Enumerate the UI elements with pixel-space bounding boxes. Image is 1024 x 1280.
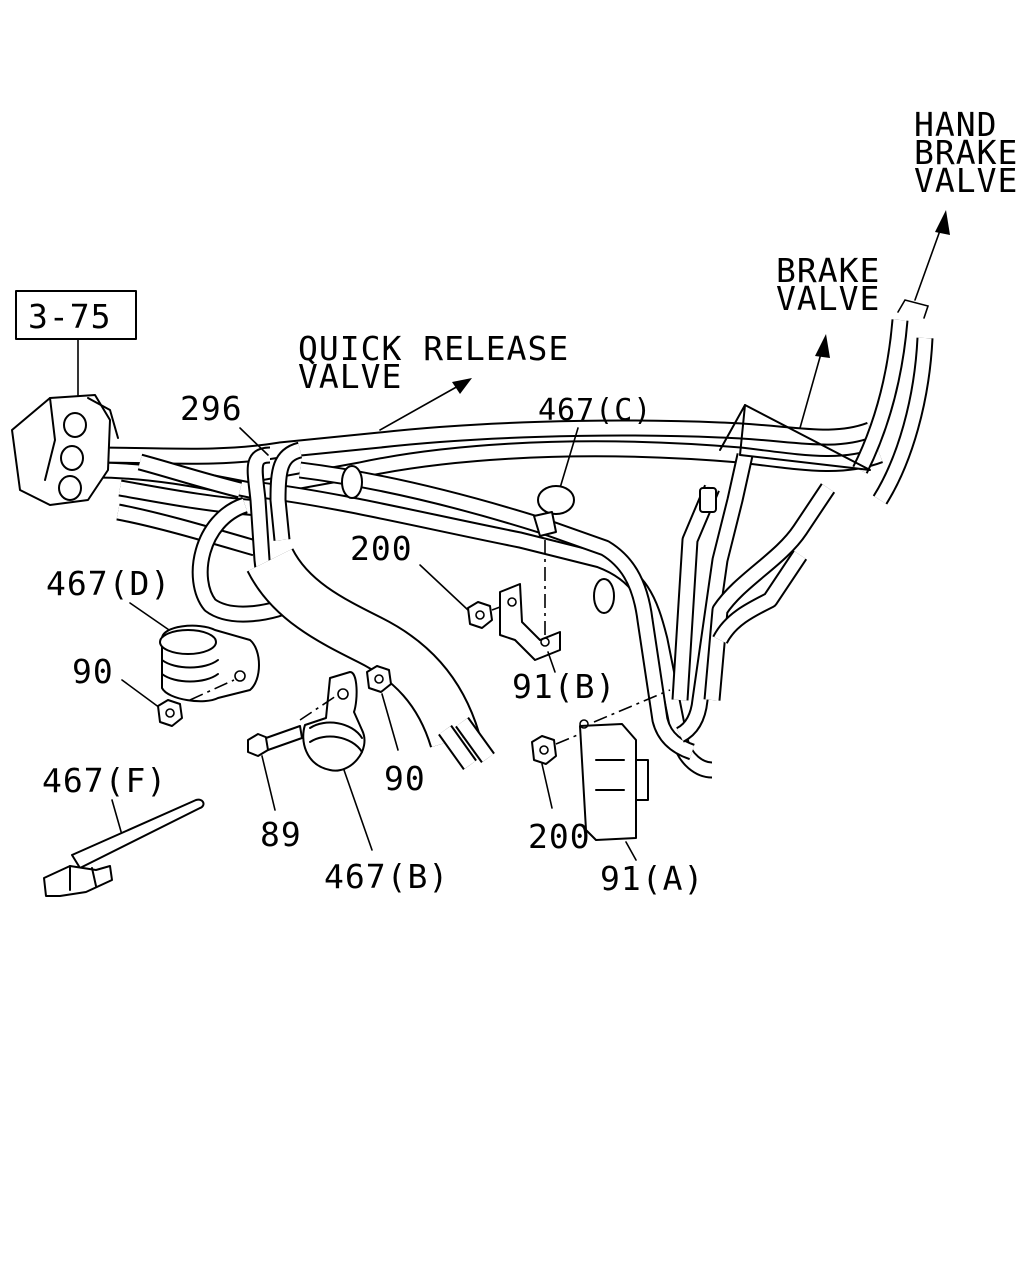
label-part-296: 296 xyxy=(180,389,269,456)
hand-brake-line2: BRAKE xyxy=(914,133,1018,172)
nut-90-left: 90 xyxy=(72,652,183,727)
brake-line2: VALVE xyxy=(776,279,880,318)
relay-valve-body xyxy=(11,394,119,506)
part-467d-label: 467(D) xyxy=(46,564,171,603)
part-467f-label: 467(F) xyxy=(42,761,167,800)
nut-200-lower: 200 xyxy=(528,733,591,856)
nut-90-right: 90 xyxy=(366,665,426,798)
reference-label: 3-75 xyxy=(28,297,111,336)
clamp-467c: 467(C) xyxy=(533,393,652,640)
cable-tie-467f: 467(F) xyxy=(42,761,205,897)
quick-release-line2: VALVE xyxy=(298,357,402,396)
part-467b-label: 467(B) xyxy=(324,857,449,896)
part-89-label: 89 xyxy=(260,815,302,854)
arrow-icon xyxy=(452,378,472,394)
part-90-right-label: 90 xyxy=(384,759,426,798)
brake-line1: BRAKE xyxy=(776,251,880,290)
arrow-icon xyxy=(815,334,830,358)
hand-brake-line3: VALVE xyxy=(914,161,1018,200)
clamp-467b: 467(B) xyxy=(299,671,449,896)
clamp-467d: 467(D) xyxy=(46,564,260,703)
label-quick-release-valve: QUICK RELEASE VALVE xyxy=(298,329,569,431)
quick-release-line1: QUICK RELEASE xyxy=(298,329,569,368)
part-91a-label: 91(A) xyxy=(600,859,704,898)
bracket-91a: 91(A) xyxy=(579,689,704,898)
hand-brake-line1: HAND xyxy=(914,105,997,144)
label-brake-valve: BRAKE VALVE xyxy=(776,251,880,429)
part-90-left-label: 90 xyxy=(72,652,114,691)
label-hand-brake-valve: HAND BRAKE VALVE xyxy=(897,105,1018,319)
reference-box: 3-75 xyxy=(15,290,137,396)
part-91b-label: 91(B) xyxy=(512,667,616,706)
part-467c-label: 467(C) xyxy=(538,393,652,428)
air-tube-harness xyxy=(94,319,934,779)
part-200-lower-label: 200 xyxy=(528,817,591,856)
part-200-upper-label: 200 xyxy=(350,529,413,568)
bolt-89: 89 xyxy=(247,725,303,854)
arrow-icon xyxy=(935,210,950,235)
bracket-91b: 91(B) xyxy=(499,583,616,706)
part-296-label: 296 xyxy=(180,389,243,428)
